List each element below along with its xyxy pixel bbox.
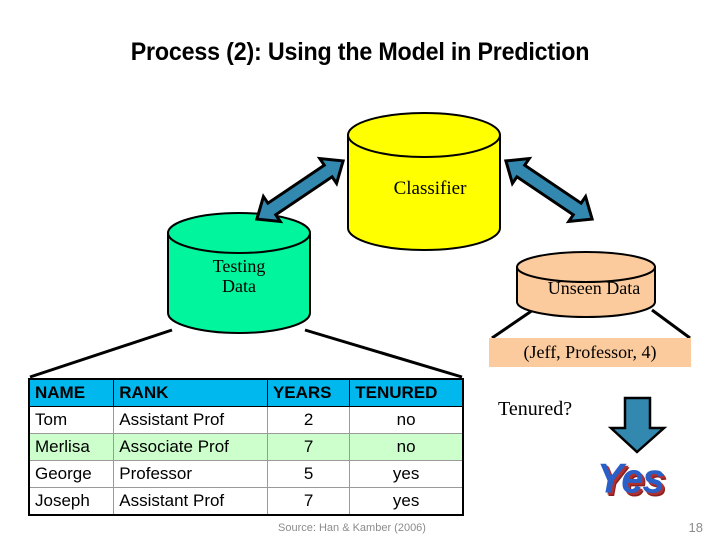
cell-rank: Assistant Prof	[113, 487, 268, 516]
cell-name: Merlisa	[28, 433, 115, 461]
classifier-cylinder	[347, 112, 501, 251]
cell-rank: Professor	[113, 460, 268, 488]
cell-years: 2	[266, 406, 351, 434]
table-header-row: NAME RANK YEARS TENURED	[28, 378, 464, 407]
cell-name: George	[28, 460, 115, 488]
table-row: George Professor 5 yes	[28, 460, 464, 488]
table-header-name: NAME	[28, 378, 115, 407]
cell-tenured: yes	[349, 487, 464, 516]
page-number: 18	[688, 520, 703, 535]
tenured-question-label: Tenured?	[498, 398, 573, 420]
source-note: Source: Han & Kamber (2006)	[278, 522, 426, 534]
table-header-years: YEARS	[266, 378, 351, 407]
cell-name: Joseph	[28, 487, 115, 516]
training-tuples-table: NAME RANK YEARS TENURED Tom Assistant Pr…	[28, 378, 464, 516]
cell-tenured: yes	[349, 460, 464, 488]
table-header-rank: RANK	[113, 378, 268, 407]
cell-rank: Assistant Prof	[113, 406, 268, 434]
cell-name: Tom	[28, 406, 115, 434]
cell-rank: Associate Prof	[113, 433, 268, 461]
table-row: Joseph Assistant Prof 7 yes	[28, 487, 464, 516]
cell-years: 7	[266, 487, 351, 516]
arrow-classifier-to-unseen-data	[503, 156, 595, 224]
prediction-result-yes: Yes	[597, 455, 665, 503]
arrow-tenured-to-yes	[607, 396, 668, 454]
jeff-tuple-box: (Jeff, Professor, 4)	[489, 338, 691, 367]
connector-testing-data-to-table	[29, 328, 463, 379]
testing-data-cylinder	[167, 212, 311, 334]
table-header-tenured: TENURED	[349, 378, 464, 407]
cell-tenured: no	[349, 406, 464, 434]
connector-unseen-data-to-jeff	[491, 308, 691, 340]
cell-tenured: no	[349, 433, 464, 461]
page-title: Process (2): Using the Model in Predicti…	[130, 38, 590, 66]
cell-years: 7	[266, 433, 351, 461]
cell-years: 5	[266, 460, 351, 488]
table-row: Tom Assistant Prof 2 no	[28, 406, 464, 434]
table-row: Merlisa Associate Prof 7 no	[28, 433, 464, 461]
arrow-testing-data-to-classifier	[254, 156, 346, 224]
unseen-data-cylinder	[516, 251, 656, 318]
